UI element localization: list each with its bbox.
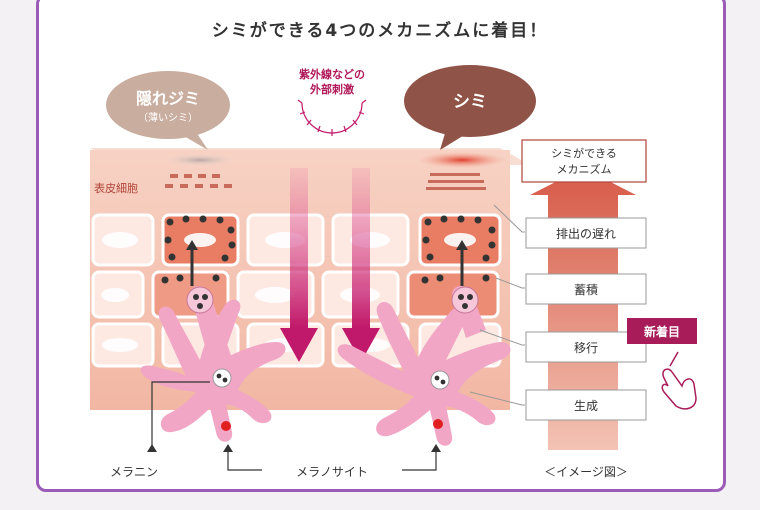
melanocyte-right <box>337 240 511 446</box>
sun-icon <box>297 99 367 136</box>
step-box-1 <box>525 217 647 249</box>
uv-arrow-right <box>342 168 380 362</box>
step-box-3 <box>525 331 647 363</box>
step-connectors <box>469 204 525 406</box>
melanocyte-label: メラノサイト <box>296 465 368 479</box>
step-label-transfer: 移行 <box>574 341 598 355</box>
hidden-spot-sub: （薄いシミ） <box>138 111 198 124</box>
melanocyte-pointers <box>227 450 437 471</box>
hidden-spot-bubble <box>106 71 230 150</box>
step-label-production: 生成 <box>574 399 598 413</box>
step-label-accumulation: 蓄積 <box>574 282 598 297</box>
melanin-label: メラニン <box>110 465 158 479</box>
skin-cell-label: 表皮細胞 <box>94 181 138 195</box>
mechanism-line2: メカニズム <box>557 162 612 176</box>
page-title: シミができる4つのメカニズムに着目！ <box>211 21 549 41</box>
uv-label-line2: 外部刺激 <box>309 82 354 96</box>
hidden-spot-title: 隠れジミ <box>136 89 200 108</box>
uv-label-line1: 紫外線などの <box>299 67 365 81</box>
visible-spot-bubble <box>404 65 536 150</box>
uv-arrow-left <box>280 168 318 362</box>
step-box-4 <box>525 389 647 421</box>
pointing-hand-icon <box>661 351 697 410</box>
mechanism-line1: シミができる <box>551 146 617 160</box>
image-note-label: ＜イメージ図＞ <box>544 465 628 479</box>
visible-spot-title: シミ <box>453 92 487 112</box>
step-boxes <box>525 217 647 421</box>
new-focus-badge <box>627 318 697 344</box>
melanocyte-left <box>140 240 286 442</box>
mechanism-box <box>521 139 647 183</box>
step-box-2 <box>525 273 647 305</box>
step-label-excretion: 排出の遅れ <box>556 227 616 241</box>
new-focus-label: 新着目 <box>644 324 680 339</box>
melanin-pointer <box>151 381 210 450</box>
